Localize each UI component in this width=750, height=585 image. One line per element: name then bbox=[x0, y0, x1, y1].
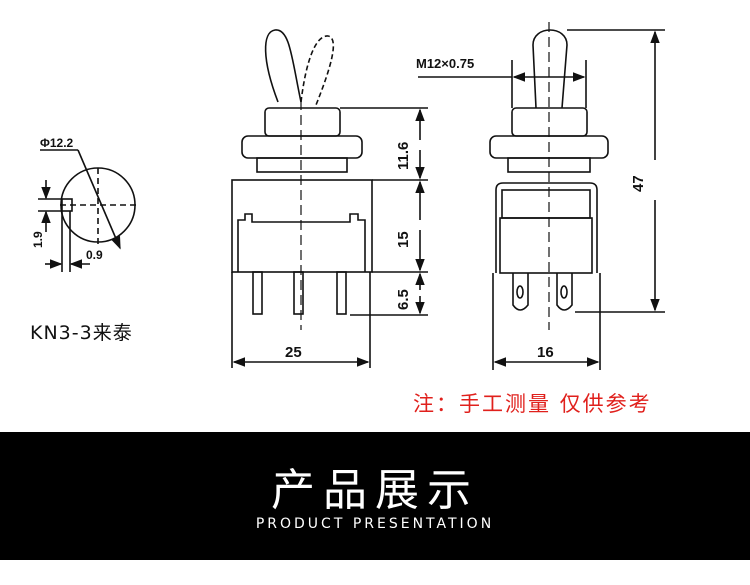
model-label: KN3-3来泰 bbox=[30, 322, 133, 344]
side-width-label: 16 bbox=[537, 344, 554, 361]
front-view bbox=[231, 29, 428, 368]
banner-title: 产品展示 bbox=[271, 465, 479, 516]
bushing-height-label: 11.6 bbox=[395, 142, 412, 170]
product-banner: 产品展示 PRODUCT PRESENTATION bbox=[0, 432, 750, 560]
measurement-note: 注：手工测量 仅供参考 bbox=[413, 392, 652, 416]
diameter-label: Φ12.2 bbox=[40, 136, 74, 150]
pin-length-label: 6.5 bbox=[395, 289, 412, 310]
thread-label: M12×0.75 bbox=[416, 56, 474, 71]
front-width-label: 25 bbox=[285, 344, 302, 361]
flat-depth-label: 0.9 bbox=[86, 248, 103, 262]
banner-subtitle: PRODUCT PRESENTATION bbox=[255, 516, 495, 532]
body-height-label: 15 bbox=[395, 231, 412, 248]
total-height-label: 47 bbox=[630, 175, 647, 192]
side-view bbox=[418, 22, 665, 370]
technical-drawing: Φ12.2 1.9 0.9 11.6 15 6.5 25 M12×0.75 47… bbox=[31, 22, 665, 370]
shaft-cross-section bbox=[38, 149, 140, 272]
flat-height-label: 1.9 bbox=[31, 231, 45, 248]
